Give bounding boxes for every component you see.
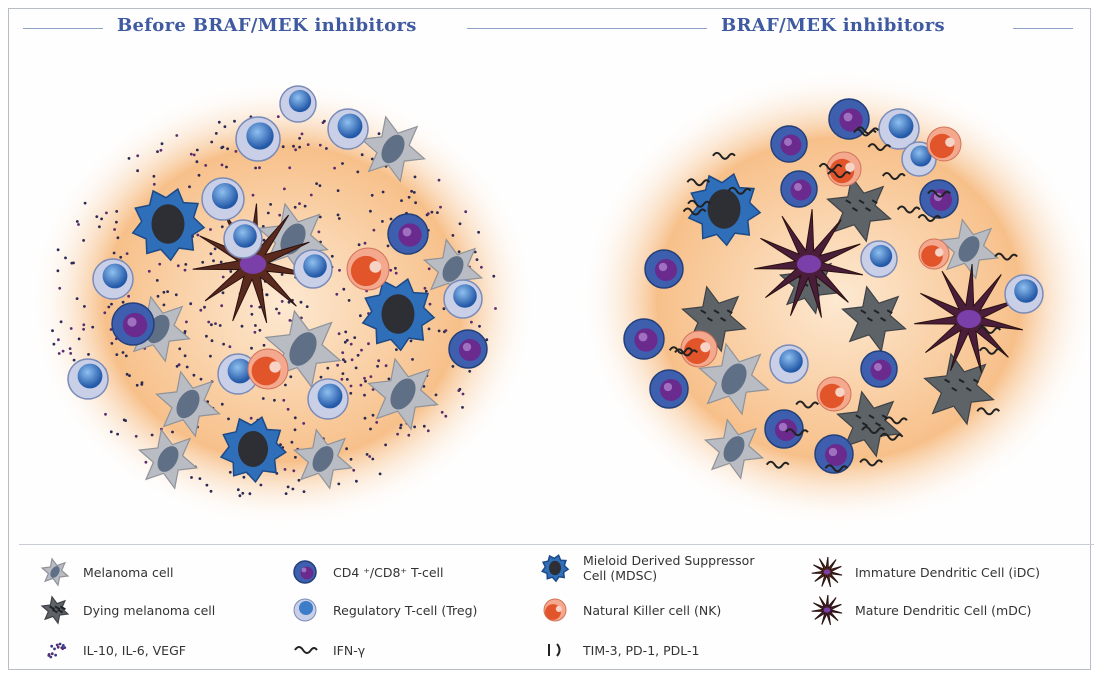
- regulatory-t-cell: [861, 241, 897, 277]
- legend-label: Natural Killer cell (NK): [583, 603, 721, 618]
- title-rule-right: [1013, 28, 1073, 29]
- cd4-cd8-t-cell-icon: [287, 557, 323, 587]
- legend-label: Melanoma cell: [83, 565, 174, 580]
- melanoma-cell-icon: [37, 557, 73, 587]
- regulatory-t-cell: [294, 250, 332, 288]
- tumor-after-panel: [569, 49, 1089, 529]
- legend-item-mdsc: Mieloid Derived Suppressor Cell (MDSC): [537, 551, 754, 585]
- t-cell: [449, 330, 487, 368]
- regulatory-t-cell: [224, 220, 262, 258]
- immature-dendritic-cell: [812, 557, 842, 587]
- regulatory-t-cell: [328, 109, 368, 149]
- mdsc-cell: [542, 555, 568, 581]
- nk-cell: [919, 239, 949, 269]
- nk-cell: [817, 377, 851, 411]
- t-cell: [765, 410, 803, 448]
- legend-item-treg: Regulatory T-cell (Treg): [287, 593, 477, 627]
- title-rule-left-b: [467, 28, 707, 29]
- legend: Melanoma cell CD4 ⁺/CD8⁺ T-cell Mieloid …: [19, 544, 1094, 675]
- legend-label: IFN-γ: [333, 643, 365, 658]
- legend-label: Mature Dendritic Cell (mDC): [855, 603, 1031, 618]
- legend-label: CD4 ⁺/CD8⁺ T-cell: [333, 565, 443, 580]
- regulatory-t-cell: [308, 379, 348, 419]
- tumor-after-illustration: [569, 49, 1089, 529]
- t-cell: [650, 370, 688, 408]
- legend-label: IL-10, IL-6, VEGF: [83, 643, 186, 658]
- t-cell: [920, 180, 958, 218]
- nk-cell: [544, 599, 566, 621]
- t-cell: [861, 351, 897, 387]
- legend-item-mdc: Mature Dendritic Cell (mDC): [809, 593, 1031, 627]
- melanoma-cell: [42, 559, 68, 585]
- legend-item-nk: Natural Killer cell (NK): [537, 593, 721, 627]
- mdsc-icon: [537, 553, 573, 583]
- mature-dendritic-cell-icon: [809, 595, 845, 625]
- regulatory-t-cell: [770, 345, 808, 383]
- dying-melanoma-cell: [42, 597, 68, 623]
- legend-label: Regulatory T-cell (Treg): [333, 603, 477, 618]
- legend-label: TIM-3, PD-1, PDL-1: [583, 643, 699, 658]
- cytokine-dots-icon: [37, 635, 73, 665]
- ifn-gamma-marker: [295, 647, 317, 653]
- figure-frame: Before BRAF/MEK inhibitors BRAF/MEK inhi…: [8, 8, 1091, 670]
- legend-item-tcell: CD4 ⁺/CD8⁺ T-cell: [287, 555, 443, 589]
- t-cell: [624, 319, 664, 359]
- ifn-gamma-icon: [287, 635, 323, 665]
- legend-item-dying: Dying melanoma cell: [37, 593, 215, 627]
- title-rule-left-a: [23, 28, 103, 29]
- regulatory-t-cell: [202, 178, 244, 220]
- regulatory-t-cell: [444, 280, 482, 318]
- regulatory-t-cell: [1005, 275, 1043, 313]
- tumor-before-illustration: [23, 49, 543, 529]
- legend-label: Dying melanoma cell: [83, 603, 215, 618]
- legend-item-melanoma: Melanoma cell: [37, 555, 174, 589]
- t-cell: [781, 171, 817, 207]
- nk-cell: [347, 248, 389, 290]
- nk-cell: [927, 127, 961, 161]
- regulatory-t-cell: [68, 359, 108, 399]
- legend-label: Mieloid Derived Suppressor Cell (MDSC): [583, 553, 754, 583]
- legend-item-checkpoint: TIM-3, PD-1, PDL-1: [537, 633, 699, 667]
- regulatory-t-cell: [93, 259, 133, 299]
- regulatory-t-cell-icon: [287, 595, 323, 625]
- regulatory-t-cell: [280, 86, 316, 122]
- tumor-before-panel: [23, 49, 543, 529]
- checkpoint-icon: [537, 635, 573, 665]
- t-cell: [388, 214, 428, 254]
- legend-item-cytokines: IL-10, IL-6, VEGF: [37, 633, 186, 667]
- t-cell: [771, 126, 807, 162]
- dying-melanoma-cell-icon: [37, 595, 73, 625]
- title-before: Before BRAF/MEK inhibitors: [117, 15, 417, 36]
- title-after: BRAF/MEK inhibitors: [721, 15, 945, 36]
- nk-cell: [248, 349, 288, 389]
- t-cell: [112, 303, 154, 345]
- cytokine-dots: [47, 643, 66, 659]
- legend-item-ifn: IFN-γ: [287, 633, 365, 667]
- immature-dendritic-cell-icon: [809, 557, 845, 587]
- legend-item-idc: Immature Dendritic Cell (iDC): [809, 555, 1040, 589]
- legend-label: Immature Dendritic Cell (iDC): [855, 565, 1040, 580]
- nk-cell-icon: [537, 595, 573, 625]
- t-cell: [645, 250, 683, 288]
- regulatory-t-cell: [236, 117, 280, 161]
- mature-dendritic-cell: [812, 595, 842, 625]
- t-cell: [294, 561, 316, 583]
